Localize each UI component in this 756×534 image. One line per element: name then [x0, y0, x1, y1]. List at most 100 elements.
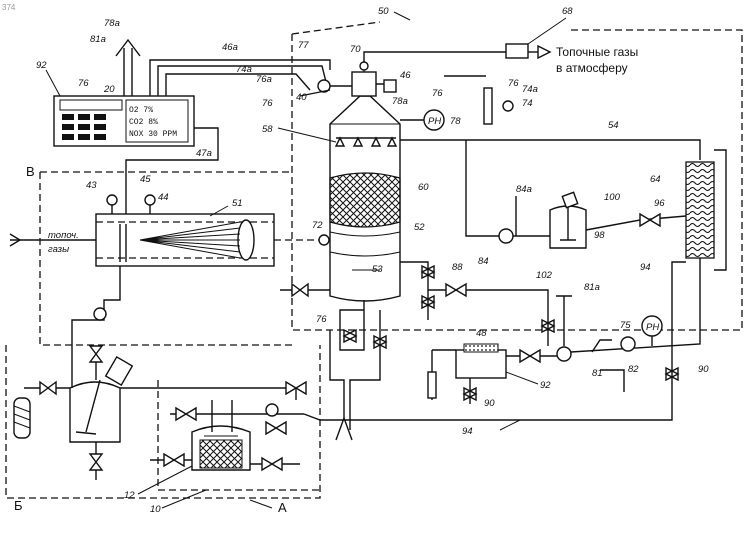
valve-96	[640, 214, 660, 226]
leader-a	[250, 500, 272, 508]
instrument-46	[384, 80, 396, 92]
analyzer-readout-o2: O2 7%	[129, 106, 153, 115]
analyzer-key	[94, 134, 106, 140]
valve-settling-out	[520, 350, 540, 362]
reactor-a	[192, 426, 250, 470]
ref-94: 94	[640, 262, 651, 273]
exchanger-coil	[686, 162, 714, 258]
ref-52: 52	[414, 222, 425, 233]
recirc-line-54	[400, 140, 700, 160]
ref-46a: 46a	[222, 42, 238, 53]
leader-92	[46, 70, 60, 96]
ref-102: 102	[536, 270, 553, 281]
section-b-boundary	[6, 345, 320, 498]
leader-50	[394, 12, 410, 20]
funnel-riser	[330, 330, 344, 418]
ref-98: 98	[594, 230, 605, 241]
ref-77: 77	[298, 40, 309, 51]
ref-68: 68	[562, 6, 573, 17]
reactor-pump	[266, 404, 278, 416]
section-50-top-edge	[292, 22, 380, 34]
ph-mark-return: PH	[646, 322, 659, 333]
ref-48: 48	[476, 328, 487, 339]
ref-84a: 84a	[516, 184, 532, 195]
line-82	[600, 370, 624, 392]
ref-78a: 78a	[392, 96, 408, 107]
pump-81	[557, 347, 571, 361]
analyzer-readout-co2: CO2 8%	[129, 118, 158, 127]
ref-82: 82	[628, 364, 639, 375]
exhaust-monitor-68	[506, 44, 528, 58]
corner-page-number: 374	[2, 3, 16, 12]
leader-94b	[500, 420, 520, 430]
leader-10	[162, 490, 206, 508]
line-102	[428, 290, 548, 346]
leader-92b	[506, 372, 538, 384]
pump-81-riser	[556, 296, 572, 346]
ph-mark-78: PH	[428, 116, 441, 127]
ref-96: 96	[654, 198, 665, 209]
reactor-to-return	[304, 414, 340, 420]
ref-64: 64	[650, 174, 661, 185]
ref-43: 43	[86, 180, 97, 191]
ref-12: 12	[124, 490, 135, 501]
valve-reactor-bottom-right	[262, 458, 282, 470]
settling-tank-body	[456, 350, 506, 378]
ref-44: 44	[158, 192, 169, 203]
valve-mixing-top	[90, 346, 102, 362]
analyzer-probe-mast	[124, 48, 132, 96]
ref-53: 53	[372, 264, 383, 275]
ref-58: 58	[262, 124, 273, 135]
ref-76b: 76	[508, 78, 519, 89]
exhaust-arrow	[538, 46, 550, 58]
mixing-tank-b	[70, 357, 132, 442]
analyzer-key	[78, 124, 90, 130]
exchanger-shell	[714, 150, 726, 270]
ref-60: 60	[418, 182, 429, 193]
ref-47a: 47a	[196, 148, 212, 159]
analyzer-key	[94, 124, 106, 130]
pump-84	[499, 229, 513, 243]
gas-analyzer-panel: O2 7% CO2 8% NOX 30 PPM	[54, 96, 194, 146]
ref-90b: 90	[698, 364, 709, 375]
ref-76d: 76	[78, 78, 89, 89]
scrubber-outlet-neck	[352, 72, 376, 96]
tank-98-motor	[562, 192, 577, 207]
ref-21a: 20	[103, 84, 115, 95]
leader-58	[278, 128, 336, 142]
exhaust-label-line2: в атмосферу	[556, 61, 628, 75]
scrubber-drain-down	[350, 310, 380, 430]
scrubber-tower	[330, 62, 400, 301]
valve-line-102	[446, 284, 466, 296]
leader-68	[528, 18, 566, 44]
signal-line-16a	[166, 74, 310, 96]
ref-51: 51	[232, 198, 243, 209]
ref-75: 75	[620, 320, 631, 331]
ref-92: 92	[540, 380, 551, 391]
heat-exchanger-64	[686, 150, 726, 270]
inlet-label-line1: топоч.	[48, 230, 79, 241]
analyzer-key	[62, 134, 74, 140]
ref-78: 78	[450, 116, 461, 127]
ref-94b: 94	[462, 426, 473, 437]
section-label-b: Б	[14, 498, 23, 513]
settling-tank-sediment	[464, 344, 498, 352]
ref-76: 76	[262, 98, 273, 109]
mixing-to-reactor-line	[120, 388, 296, 400]
drain-pump	[94, 308, 106, 320]
mixing-tank-motor	[106, 357, 133, 385]
ref-74a-b: 74a	[522, 84, 538, 95]
ref-81b: 81a	[90, 34, 106, 45]
inlet-duct	[96, 214, 274, 266]
section-label-a: А	[278, 500, 287, 515]
reactor-bed	[200, 440, 242, 468]
ref-46: 46	[400, 70, 411, 81]
analyzer-key	[94, 114, 106, 120]
analyzer-key	[62, 114, 74, 120]
inlet-label-line2: газы	[48, 244, 69, 255]
ref-54: 54	[608, 120, 619, 131]
exhaust-riser	[364, 52, 376, 62]
valve-mixing-drain	[90, 454, 102, 470]
analyzer-key	[78, 114, 90, 120]
